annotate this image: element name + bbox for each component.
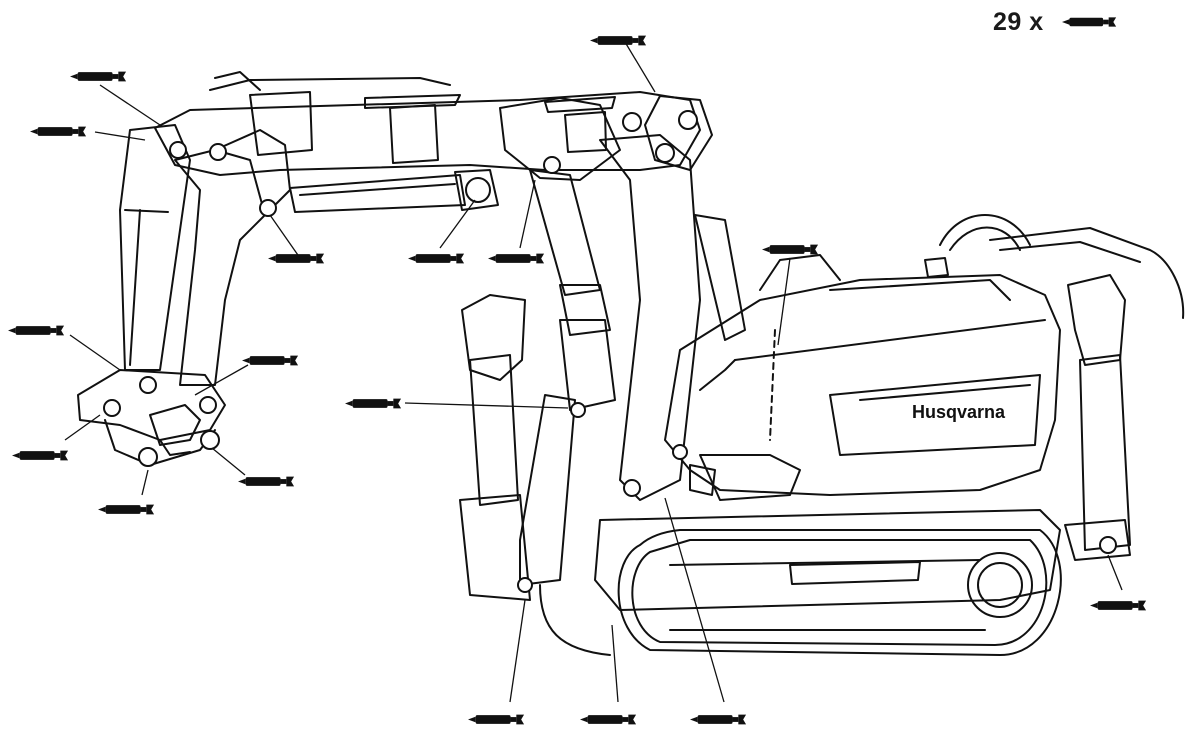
leader-line bbox=[509, 599, 526, 703]
arm-cylinder bbox=[289, 169, 499, 213]
callout-track-center bbox=[580, 624, 637, 725]
pin-tool-bottom bbox=[138, 447, 158, 467]
leader-line bbox=[664, 497, 725, 703]
callout-tool-pin-right bbox=[211, 447, 295, 487]
callout-arm-top-left-pivot bbox=[70, 71, 161, 126]
callout-rear-outrigger bbox=[1090, 554, 1147, 611]
leader-line bbox=[624, 41, 656, 93]
leader-line bbox=[211, 447, 246, 476]
grease-gun-icon bbox=[1090, 600, 1147, 611]
pin-boom-top bbox=[209, 143, 227, 161]
grease-gun-icon bbox=[580, 714, 637, 725]
leader-line bbox=[69, 334, 121, 371]
pin-tool-bottom-right bbox=[200, 430, 220, 450]
grease-gun-icon bbox=[8, 325, 65, 336]
grease-count-label: 29 x bbox=[993, 8, 1044, 37]
callout-tool-link-left bbox=[8, 325, 121, 371]
callout-boom-cylinder-top bbox=[488, 179, 545, 264]
pin-boom-top-left bbox=[169, 141, 187, 159]
leader-line bbox=[99, 84, 161, 126]
pin-rear-outrigger-foot bbox=[1099, 536, 1117, 554]
pin-arm-cylinder bbox=[259, 199, 277, 217]
leader-line bbox=[64, 414, 101, 441]
pin-tool-right bbox=[199, 396, 217, 414]
callout-tool-pin-bottom bbox=[98, 469, 155, 515]
grease-gun-icon bbox=[70, 71, 127, 82]
callout-boom-base-pivot bbox=[664, 497, 747, 725]
left-arm bbox=[119, 124, 291, 386]
callout-tool-link-center bbox=[194, 355, 299, 396]
pin-tool-left-arm bbox=[139, 376, 157, 394]
pin-front-outrigger-foot bbox=[517, 577, 533, 593]
grease-count-text: 29 x bbox=[993, 8, 1044, 36]
grease-gun-icon bbox=[242, 355, 299, 366]
header-grease-gun-icon bbox=[1062, 17, 1117, 27]
grease-gun-icon bbox=[408, 253, 465, 264]
grease-gun-icon bbox=[762, 244, 819, 255]
grease-gun-icon bbox=[345, 398, 402, 409]
leader-line bbox=[269, 214, 301, 259]
grease-gun-icon bbox=[488, 253, 545, 264]
pin-boom-right bbox=[622, 112, 642, 132]
track-assembly bbox=[539, 509, 1062, 656]
grease-gun-icon bbox=[468, 714, 525, 725]
grease-gun-icon bbox=[238, 476, 295, 487]
leader-line bbox=[611, 624, 619, 703]
callout-arm-cylinder-rod-end bbox=[268, 214, 325, 264]
leader-line bbox=[194, 364, 249, 396]
grease-gun-icon bbox=[268, 253, 325, 264]
grease-gun-icon bbox=[590, 35, 647, 46]
callout-arm-upper-pin bbox=[30, 126, 146, 141]
grease-gun-icon bbox=[690, 714, 747, 725]
pin-boom-base bbox=[623, 479, 641, 497]
pivot-pins bbox=[103, 110, 1117, 593]
leader-line bbox=[1107, 554, 1123, 591]
callout-arm-cylinder-base bbox=[408, 199, 476, 264]
pin-body-front bbox=[672, 444, 688, 460]
grease-gun-icon bbox=[98, 504, 155, 515]
brand-logo-text: Husqvarna bbox=[912, 402, 1006, 422]
leader-line bbox=[404, 402, 569, 409]
leader-line bbox=[141, 469, 149, 496]
pin-boom-cylinder bbox=[543, 156, 561, 174]
grease-gun-icon bbox=[12, 450, 69, 461]
front-outrigger bbox=[459, 294, 531, 601]
boom-lower bbox=[519, 134, 746, 586]
leader-line bbox=[777, 257, 791, 346]
pin-tool-left bbox=[103, 399, 121, 417]
leader-line bbox=[439, 199, 476, 249]
pin-boom-lower-right bbox=[655, 143, 675, 163]
rear-outrigger bbox=[1064, 274, 1131, 561]
pin-boom-right-outer bbox=[678, 110, 698, 130]
callout-boom-top-pivot bbox=[590, 35, 656, 93]
grease-callouts bbox=[8, 35, 1147, 725]
machine-body bbox=[664, 214, 1185, 501]
callout-boom-lower-cylinder bbox=[345, 398, 569, 409]
leader-line bbox=[519, 179, 536, 249]
callout-tool-pin-left bbox=[12, 414, 101, 461]
grease-gun-icon bbox=[30, 126, 87, 137]
leader-line bbox=[94, 131, 146, 141]
callout-front-outrigger-foot bbox=[468, 599, 526, 725]
callout-machine-top-hatch bbox=[762, 244, 819, 346]
pin-boom-lower-cyl bbox=[570, 402, 586, 418]
